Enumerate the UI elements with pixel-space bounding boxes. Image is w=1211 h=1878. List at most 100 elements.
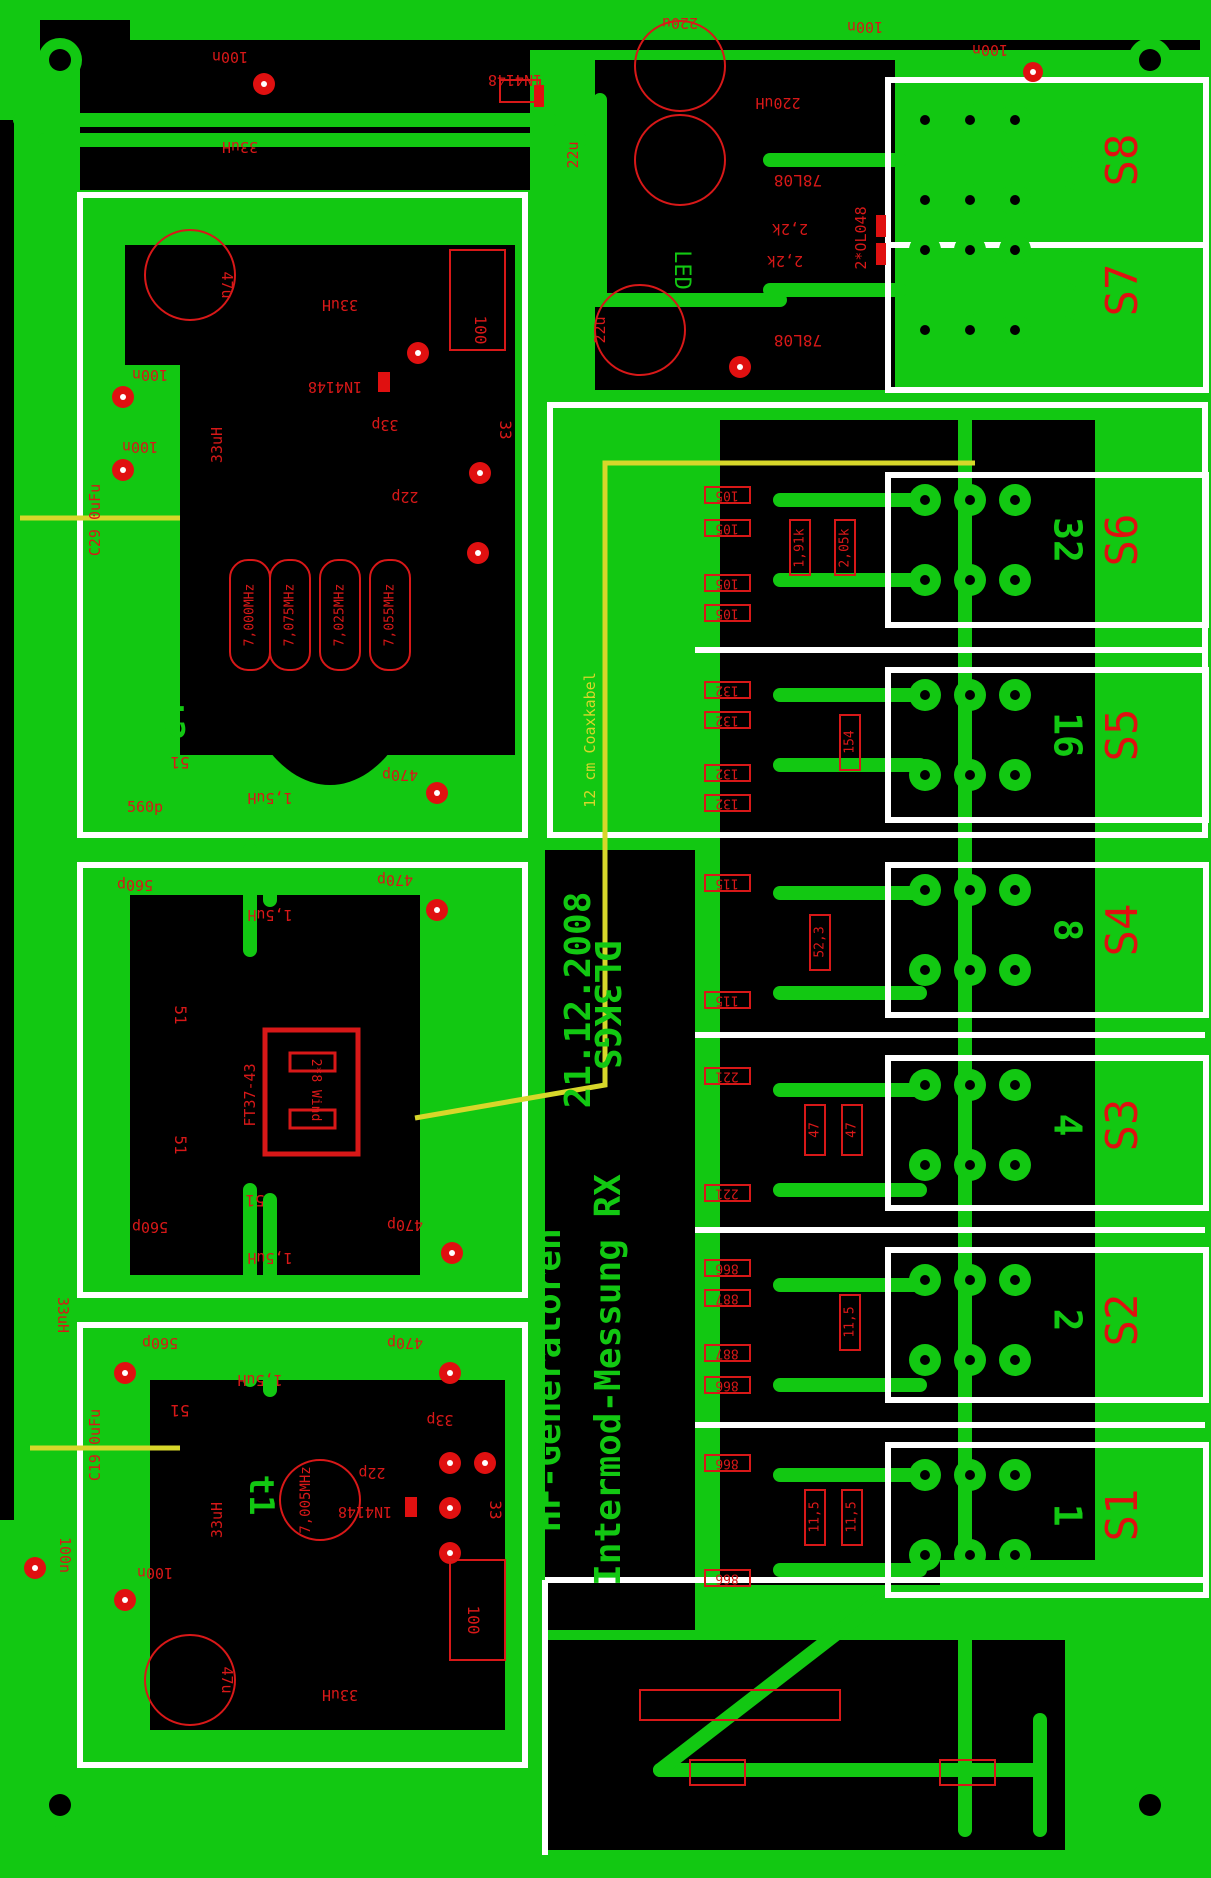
crystal-single-label: 7,005MHz — [298, 1466, 314, 1533]
attenuator-resistor-label: 105 — [715, 606, 738, 621]
relay-pad-hole — [920, 1550, 930, 1560]
cap-label-100n-e: 100n — [56, 1537, 74, 1573]
title-date: 21.12.2008 — [558, 892, 599, 1109]
res-33-osc1: 33 — [496, 420, 515, 439]
relay-pad-block — [909, 679, 1031, 791]
attenuator-resistor-label: 132 — [715, 766, 738, 781]
transformer-winding-b — [288, 1108, 337, 1130]
relay-pad-hole — [1010, 770, 1020, 780]
res-51-filter-c: 51 — [245, 1191, 264, 1210]
attenuator-resistor-label: 132 — [715, 683, 738, 698]
relay-pad-hole — [1010, 495, 1020, 505]
relay-pad-block — [909, 1264, 1031, 1376]
diode-1n4148-osc1 — [378, 372, 390, 392]
relay-pad-block — [909, 104, 1031, 216]
relay-pad-hole — [920, 1470, 930, 1480]
ind-label-15u-a: 1,5uH — [247, 789, 292, 807]
attenuator-resistor-label: 132 — [715, 796, 738, 811]
relay-pad-hole — [965, 495, 975, 505]
substrate-regions — [0, 20, 1200, 1850]
relay-pad-hole — [1010, 690, 1020, 700]
relay-pad-hole — [920, 245, 930, 255]
res-51-filter-a: 51 — [171, 1005, 190, 1024]
relay-pad-hole — [965, 1550, 975, 1560]
attenuator-resistor-label: 2,05k — [838, 528, 853, 567]
ind-label-33u-side: 33uH — [208, 427, 226, 463]
cap-label-470p-b: 470p — [377, 871, 413, 889]
title-line1: HF-Generatoren — [528, 1228, 569, 1531]
relay-pad-hole — [920, 770, 930, 780]
relay-pad-hole — [920, 1160, 930, 1170]
crystal-area — [229, 455, 430, 1541]
relay-pad-hole — [920, 575, 930, 585]
ind-label-33u-osc1: 33uH — [322, 296, 358, 314]
red-pads — [24, 62, 1043, 1611]
attenuator-resistor-label: 115 — [715, 993, 738, 1008]
transformer-core-label: FT37-43 — [241, 1063, 259, 1126]
relay-pad-hole — [965, 575, 975, 585]
crystal-label: 7,000MHz — [243, 584, 258, 647]
attenuator-resistor-label: 105 — [715, 488, 738, 503]
relay-pad-hole — [1010, 115, 1020, 125]
ind-label-33u-bottom: 33uH — [322, 1686, 358, 1704]
mounting-holes — [49, 49, 1161, 1816]
cap-label-100n-g: 100n — [847, 18, 883, 36]
cap-label-560p-a: 560p — [127, 798, 163, 816]
res-2k2-a: 2,2k — [772, 220, 808, 238]
ind-label-220u: 220uH — [755, 94, 800, 112]
diode-1n4148-osc2 — [405, 1497, 417, 1517]
crystal-label: 7,055MHz — [383, 584, 398, 647]
cap-label-100n-c: 100n — [122, 438, 158, 456]
diode-label-osc2: 1N4148 — [338, 1503, 392, 1521]
attenuator-resistor-label: 11,5 — [845, 1501, 860, 1532]
relay-pad-hole — [1010, 1275, 1020, 1285]
relay-pad-hole — [965, 1275, 975, 1285]
relay-pad-hole — [920, 690, 930, 700]
crystal-label: 7,075MHz — [283, 584, 298, 647]
relay-pad-hole — [1010, 885, 1020, 895]
relay-pad-hole — [965, 1160, 975, 1170]
cap-label-33p-b: 33p — [426, 1411, 453, 1429]
relay-pad-hole — [965, 1355, 975, 1365]
relay-pad-hole — [920, 115, 930, 125]
relay-pad-hole — [965, 965, 975, 975]
relay-pad-hole — [1010, 245, 1020, 255]
crystal-label: 7,025MHz — [333, 584, 348, 647]
cap-label-560p-b: 560p — [117, 876, 153, 894]
reg-label-top: 78L08 — [774, 171, 822, 190]
cap-label-100n-b: 100n — [132, 366, 168, 384]
ind-label-15u-c: 1,5uH — [247, 1249, 292, 1267]
relay-pad-hole — [920, 1355, 930, 1365]
cap-label-c29: C29 0uFu — [86, 484, 104, 556]
cap-label-100n-f: 100n — [972, 41, 1008, 59]
attenuation-label: 1 — [1046, 1504, 1090, 1527]
silkscreen-frames — [77, 77, 1209, 1855]
cap-label-47u-b: 47u — [218, 1666, 236, 1693]
relay-pad-block — [909, 234, 1031, 346]
osc-label-t1: t1 — [241, 1475, 281, 1516]
relay-pad-hole — [920, 195, 930, 205]
relay-pad-hole — [920, 495, 930, 505]
res-100-osc2: 100 — [464, 1606, 483, 1635]
res-33-osc2: 33 — [486, 1500, 505, 1519]
relay-pad-hole — [965, 770, 975, 780]
ind-label-33u-left: 33uH — [54, 1297, 72, 1333]
relay-pad-hole — [1010, 965, 1020, 975]
attenuation-label: 127 — [1046, 126, 1090, 195]
relay-pad-hole — [1010, 1080, 1020, 1090]
relay-pad-hole — [920, 1275, 930, 1285]
relay-pad-hole — [920, 965, 930, 975]
cap-label-100n-d: 100n — [137, 1564, 173, 1582]
res-2k2-b: 2,2k — [767, 252, 803, 270]
relay-pad-hole — [1010, 1550, 1020, 1560]
cap-label-470p-d: 470p — [387, 1334, 423, 1352]
relay-pad-hole — [1010, 575, 1020, 585]
title-author: DL3KGS — [586, 940, 627, 1070]
attenuation-label: 147 — [1046, 256, 1090, 325]
attenuator-resistor-label: 47 — [845, 1122, 860, 1138]
diode-label-osc1: 1N4148 — [308, 378, 362, 396]
